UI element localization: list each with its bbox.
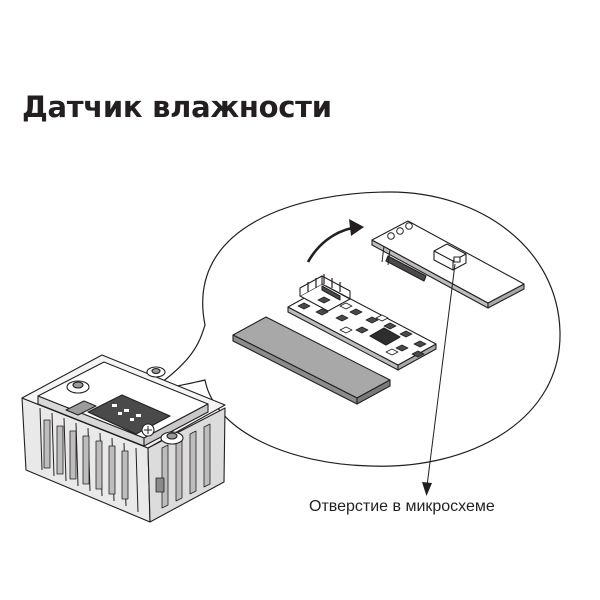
top-circuit-board xyxy=(371,220,525,309)
sensor-housing xyxy=(21,354,226,523)
page-title: Датчик влажности xyxy=(22,90,332,124)
hole-callout-label: Отверстие в микросхеме xyxy=(309,498,495,515)
filter-membrane xyxy=(232,316,391,405)
rotation-arrow xyxy=(306,219,364,263)
callout-leader xyxy=(422,263,456,496)
middle-circuit-board xyxy=(287,274,437,371)
